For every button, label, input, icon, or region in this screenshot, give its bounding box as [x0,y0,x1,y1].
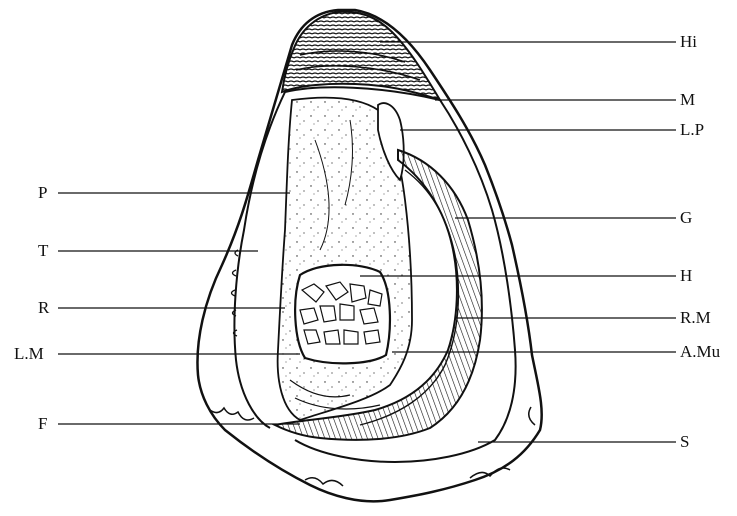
label-t: T [38,241,48,261]
label-hi: Hi [680,32,697,52]
label-g: G [680,208,692,228]
label-amu: A.Mu [680,342,720,362]
label-lm: L.M [14,344,44,364]
label-r: R [38,298,49,318]
label-h: H [680,266,692,286]
label-s: S [680,432,689,452]
label-p: P [38,183,47,203]
label-rm: R.M [680,308,711,328]
label-lp: L.P [680,120,704,140]
label-f: F [38,414,47,434]
label-m: M [680,90,695,110]
